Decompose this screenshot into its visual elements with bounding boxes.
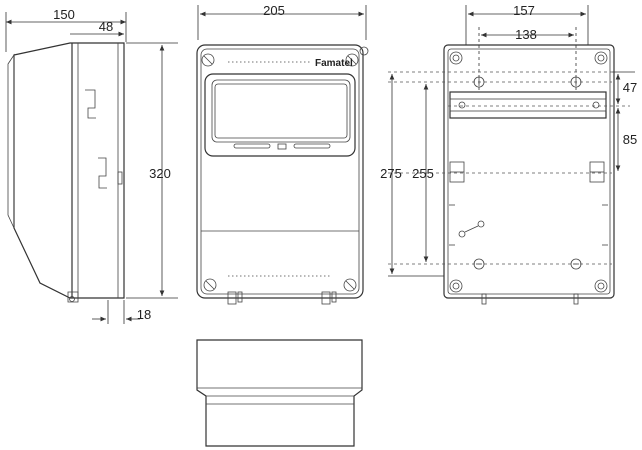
dim-label-157: 157: [513, 3, 535, 18]
dim-label-138: 138: [515, 27, 537, 42]
dim-label-255: 255: [412, 166, 434, 181]
dim-label-48: 48: [99, 19, 113, 34]
din-rail: [449, 91, 607, 119]
dim-label-47: 47: [623, 80, 637, 95]
dim-label-18: 18: [137, 307, 151, 322]
brand-logo: Famatel: [315, 58, 353, 69]
back-view: 157 138: [380, 3, 637, 305]
front-view: 205 Famatel: [196, 3, 369, 305]
dim-label-205: 205: [263, 3, 285, 18]
wall-plug-symbol: [458, 220, 485, 238]
dim-label-275: 275: [380, 166, 402, 181]
dim-label-85: 85: [623, 132, 637, 147]
dim-label-320: 320: [149, 166, 171, 181]
bottom-view: [196, 339, 363, 447]
dim-label-150: 150: [53, 7, 75, 22]
side-view: 150 48 320 18: [5, 7, 178, 324]
